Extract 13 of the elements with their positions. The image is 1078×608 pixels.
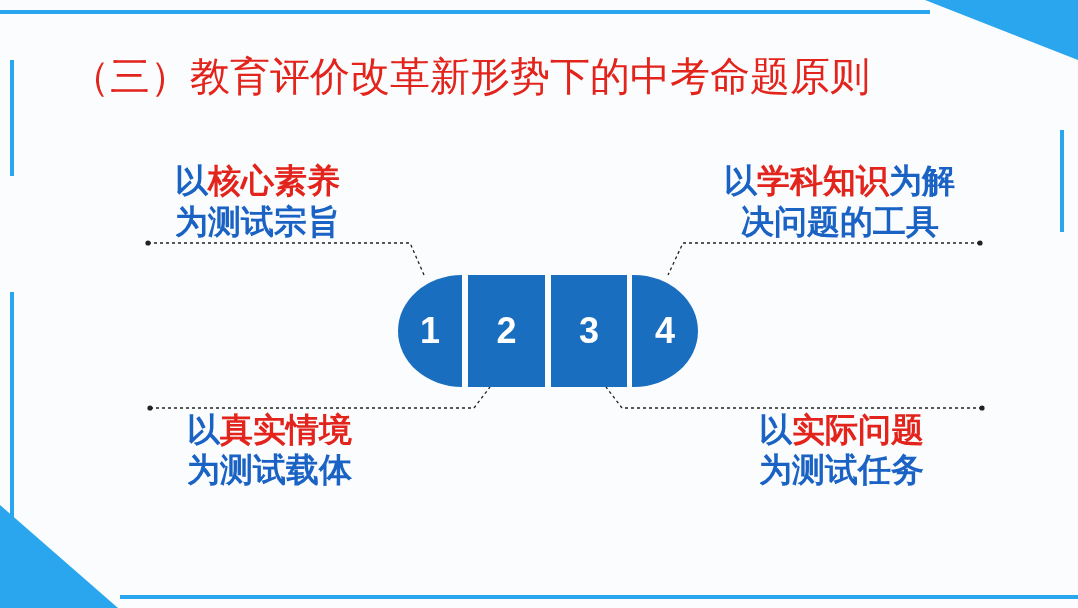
leader-line [605,386,985,411]
numbered-segment: 4 [632,275,698,387]
slide-title: （三）教育评价改革新形势下的中考命题原则 [70,52,871,100]
numbered-segment: 3 [551,275,627,387]
numbered-segment: 1 [398,275,462,387]
principle-text: 以学科知识为解决问题的工具 [723,161,957,242]
principle-text: 以实际问题为测试任务 [757,409,925,491]
leader-line [147,386,491,411]
numbered-segment: 2 [468,275,545,387]
principle-text: 以真实情境为测试载体 [186,409,354,491]
leader-line [145,240,425,276]
leader-line [667,240,983,276]
principle-text: 以核心素养为测试宗旨 [174,161,342,242]
